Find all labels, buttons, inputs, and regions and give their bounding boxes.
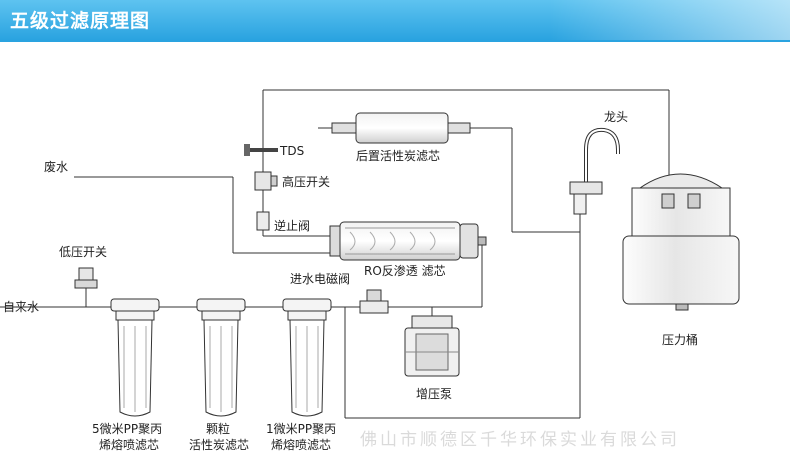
company-watermark: 佛山市顺德区千华环保实业有限公司 — [360, 430, 680, 450]
title-bar: 五级过滤原理图 — [0, 0, 790, 40]
high-pressure-switch-icon — [254, 171, 278, 191]
high-pressure-switch-label: 高压开关 — [282, 174, 330, 189]
booster-pump-label: 增压泵 — [416, 387, 452, 401]
filter1-label-line2: 烯熔喷滤芯 — [99, 437, 159, 452]
filter-housing-3 — [282, 298, 332, 417]
filter2-label-line1: 颗粒 — [206, 421, 230, 436]
inlet-solenoid-valve-icon — [359, 289, 389, 314]
post-carbon-label: 后置活性炭滤芯 — [356, 149, 440, 163]
filter-housing-2 — [196, 298, 246, 417]
pressure-tank-label: 压力桶 — [662, 332, 698, 347]
filter3-label-line2: 烯熔喷滤芯 — [271, 437, 331, 452]
tds-label: TDS — [279, 144, 304, 158]
check-valve-icon — [256, 211, 270, 231]
page-title: 五级过滤原理图 — [10, 10, 151, 32]
low-pressure-switch-label: 低压开关 — [59, 245, 107, 259]
filter3-label-line1: 1微米PP聚丙 — [266, 422, 336, 436]
title-bar-gradient — [550, 0, 790, 40]
ro-membrane-icon — [329, 221, 487, 261]
filter1-label-line1: 5微米PP聚丙 — [92, 422, 162, 436]
title-divider — [0, 40, 790, 42]
booster-pump-icon — [404, 315, 460, 377]
faucet-icon — [569, 127, 620, 215]
tds-probe-icon — [244, 144, 278, 156]
faucet-label: 龙头 — [604, 110, 628, 124]
filter2-label-line2: 活性炭滤芯 — [189, 438, 249, 452]
inlet-solenoid-label: 进水电磁阀 — [290, 271, 350, 286]
pressure-tank-icon — [622, 173, 740, 311]
filter-housing-1 — [110, 298, 160, 417]
waste-water-label: 废水 — [44, 159, 68, 174]
tap-water-label: 自来水 — [3, 300, 39, 314]
post-carbon-filter-icon — [318, 112, 471, 144]
ro-membrane-label: RO反渗透 滤芯 — [364, 263, 446, 278]
pipe-lines — [0, 89, 670, 419]
low-pressure-switch-icon — [74, 267, 98, 289]
check-valve-label: 逆止阀 — [274, 218, 310, 233]
